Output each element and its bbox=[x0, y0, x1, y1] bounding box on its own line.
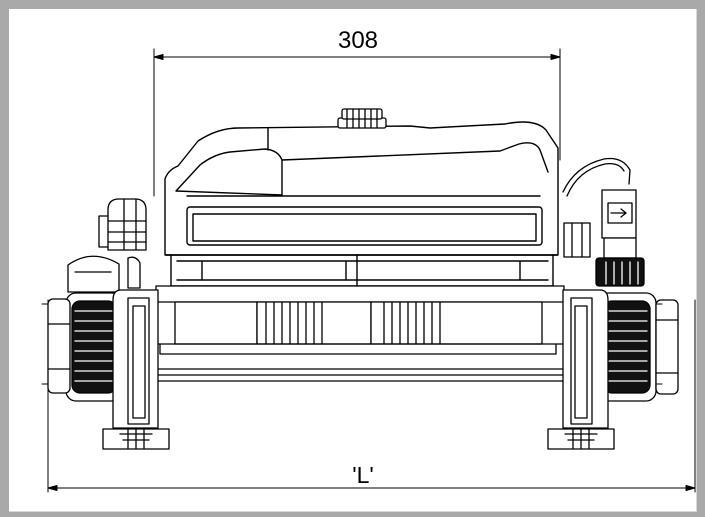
lower-body bbox=[149, 285, 568, 382]
control-knob bbox=[337, 108, 387, 129]
heater-housing bbox=[164, 121, 559, 287]
top-dimension-label: 308 bbox=[338, 27, 378, 54]
right-pipe-union bbox=[597, 292, 679, 402]
right-sensor bbox=[562, 157, 645, 287]
bottom-dimension-label: 'L' bbox=[352, 462, 374, 488]
pipe-stubs bbox=[41, 303, 663, 385]
top-dimension-line bbox=[153, 48, 561, 197]
left-cable-gland bbox=[98, 198, 147, 289]
bottom-dimension-line bbox=[47, 299, 696, 493]
right-mounting-foot bbox=[547, 289, 615, 450]
left-pipe-union bbox=[47, 255, 123, 402]
left-mounting-foot bbox=[102, 289, 170, 450]
